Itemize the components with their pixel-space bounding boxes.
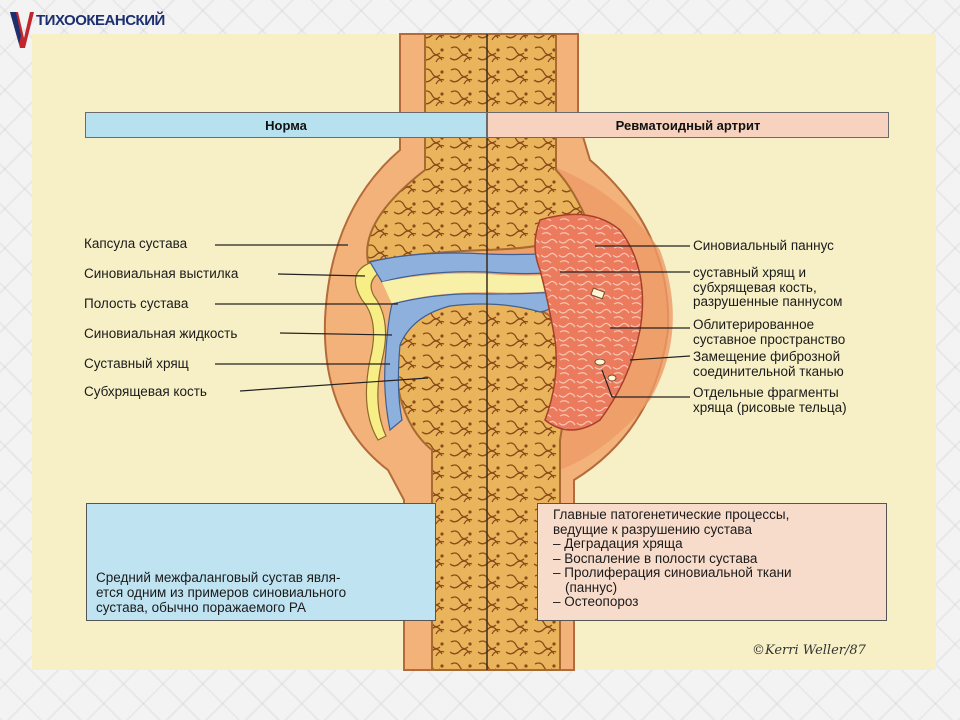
logo-mark-icon xyxy=(10,12,34,48)
artist-signature: ©Kerri Weller/87 xyxy=(752,643,866,658)
process-item: (паннус) xyxy=(565,579,618,595)
header-normal: Норма xyxy=(85,112,487,138)
label-obliterated-space: Облитерированное суставное пространство xyxy=(693,317,846,347)
label-synovial-pannus: Синовиальный паннус xyxy=(693,238,834,253)
logo-text: ТИХООКЕАНСКИЙ xyxy=(36,12,165,29)
label-destroyed-cartilage: суставный хрящ и субхрящевая кость, разр… xyxy=(693,265,843,309)
institution-logo: ТИХООКЕАНСКИЙ xyxy=(8,8,165,48)
label-rice-bodies: Отдельные фрагменты хряща (рисовые тельц… xyxy=(693,385,847,415)
processes-box xyxy=(537,503,887,621)
label-synovial-fluid: Синовиальная жидкость xyxy=(84,326,238,341)
processes-title-line: ведущие к разрушению сустава xyxy=(553,521,752,537)
label-fibrous-replacement: Замещение фиброзной соединительной ткань… xyxy=(693,349,844,379)
processes-title-line: Главные патогенетические процессы, xyxy=(553,507,790,522)
inset-box xyxy=(86,503,436,621)
process-item: – Остеопороз xyxy=(553,594,639,609)
processes-text: Главные патогенетические процессы, ведущ… xyxy=(553,507,792,610)
label-subchondral-bone: Субхрящевая кость xyxy=(84,384,207,399)
lower-cartilage xyxy=(384,291,561,432)
label-synovial-lining: Синовиальная выстилка xyxy=(84,266,239,281)
joint-cavity xyxy=(382,272,570,304)
label-joint-cavity: Полость сустава xyxy=(84,296,189,311)
header-rheumatoid-arthritis: Ревматоидный артрит xyxy=(487,112,889,138)
label-joint-capsule: Капсула сустава xyxy=(84,236,188,251)
inset-caption: Средний межфаланговый сустав явля- ется … xyxy=(96,570,347,615)
process-item: – Пролиферация синовиальной ткани xyxy=(553,565,792,580)
process-item: – Деградация хряща xyxy=(553,536,683,551)
process-item: – Воспаление в полости сустава xyxy=(553,550,758,566)
synovial-lining-shape xyxy=(354,261,387,441)
label-articular-cartilage: Суставный хрящ xyxy=(84,356,189,371)
